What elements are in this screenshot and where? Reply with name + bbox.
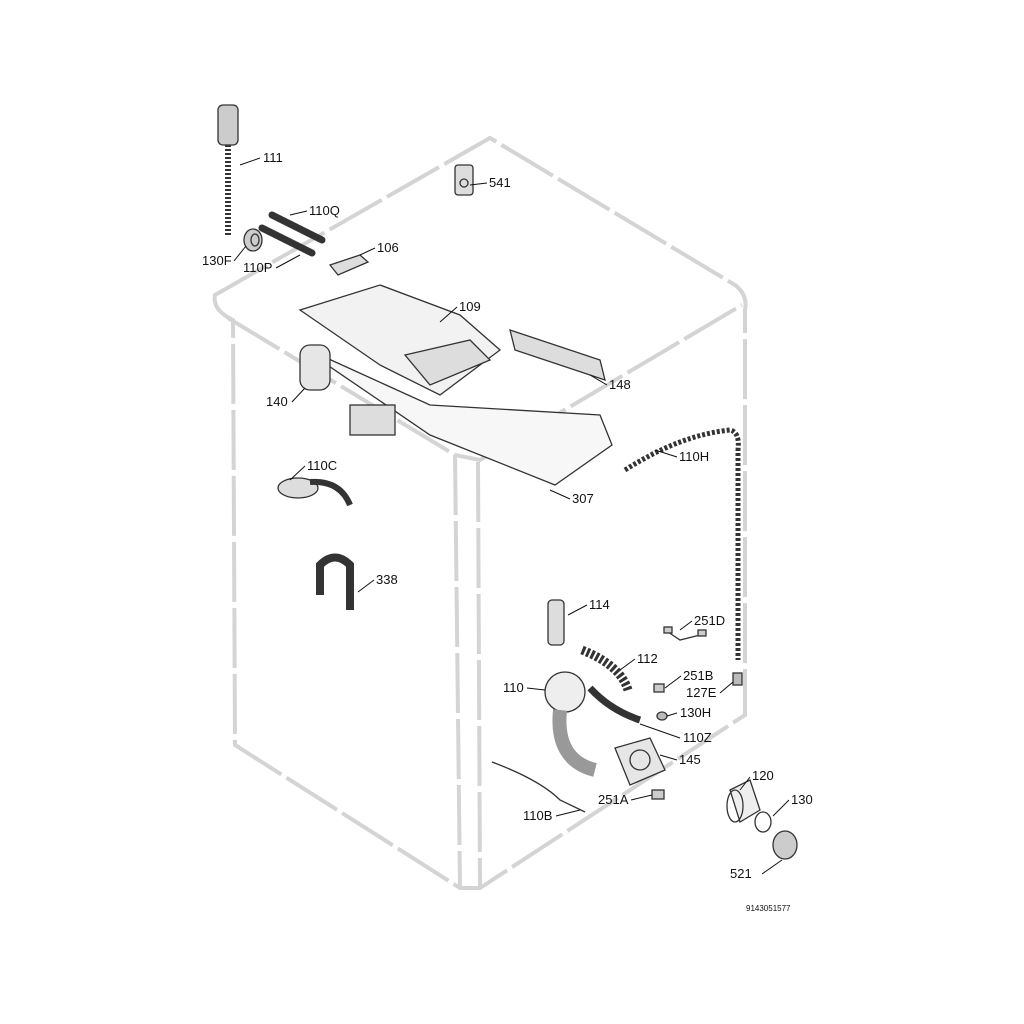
label-120: 120: [752, 768, 774, 783]
label-109: 109: [459, 299, 481, 314]
part-140-pipe: [299, 344, 331, 391]
label-541: 541: [489, 175, 511, 190]
label-114: 114: [589, 597, 610, 612]
part-521-cap: [772, 830, 798, 860]
part-251D-wire: [663, 626, 707, 641]
label-251D: 251D: [694, 613, 726, 628]
label-110Z: 110Z: [683, 730, 712, 745]
label-110H: 110H: [679, 449, 710, 464]
label-130H: 130H: [680, 705, 712, 720]
label-140: 140: [266, 394, 288, 409]
label-110Q: 110Q: [309, 203, 340, 218]
label-127E: 127E: [686, 685, 717, 700]
part-130F-nut: [243, 228, 263, 252]
part-251A: [651, 789, 665, 800]
part-109-307-dispenser-housing: [298, 284, 613, 486]
label-110P: 110P: [243, 260, 273, 275]
part-148: [509, 329, 606, 381]
part-110B-wire: [491, 761, 586, 813]
label-112: 112: [637, 651, 658, 666]
label-110: 110: [503, 680, 524, 695]
label-251A: 251A: [598, 792, 629, 807]
part-110P-tube: [258, 224, 316, 257]
part-112-hose: [580, 645, 633, 692]
label-110B: 110B: [523, 808, 553, 823]
part-106: [328, 254, 370, 276]
document-code: 9143051577: [746, 904, 791, 913]
label-145: 145: [679, 752, 701, 767]
part-251B: [653, 683, 665, 693]
cabinet-outline: [212, 135, 748, 890]
label-106: 106: [377, 240, 399, 255]
part-145-pump: [614, 737, 666, 786]
part-127E: [732, 672, 743, 686]
part-130H: [656, 711, 668, 721]
part-120-filter: [726, 779, 761, 823]
label-521: 521: [730, 866, 752, 881]
part-114: [547, 599, 565, 646]
label-111: 111: [263, 150, 283, 165]
label-130: 130: [791, 792, 813, 807]
part-338-bracket: [316, 553, 354, 610]
label-110C: 110C: [307, 458, 338, 473]
part-110Z-hose: [587, 685, 642, 724]
part-110C-bellows: [277, 477, 353, 507]
part-111-inlet-hose: [217, 104, 239, 235]
label-338: 338: [376, 572, 398, 587]
label-307: 307: [572, 491, 594, 506]
part-110-sump: [544, 671, 598, 777]
parts: [217, 104, 798, 860]
label-251B: 251B: [683, 668, 714, 683]
leader-lines: [233, 157, 790, 875]
label-130F: 130F: [202, 253, 232, 268]
part-541: [454, 164, 474, 196]
part-130-ring: [754, 811, 772, 833]
label-148: 148: [609, 377, 631, 392]
part-110Q-tube: [268, 211, 326, 244]
